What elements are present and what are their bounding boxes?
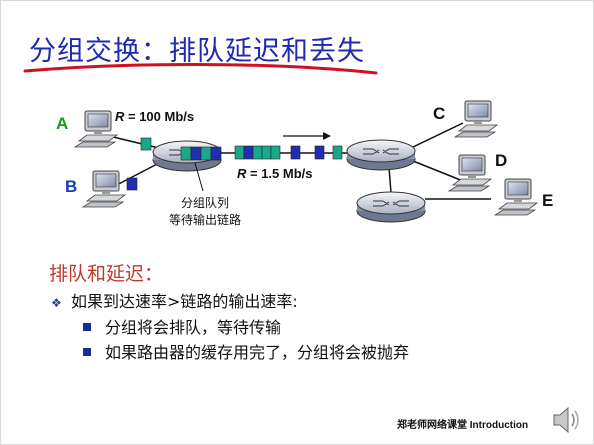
direction-arrow [283, 132, 331, 140]
title-underline [23, 63, 378, 75]
queue-pointer-line [194, 162, 204, 192]
host-b-computer [82, 170, 126, 208]
bullet-text: 如果到达速率>链路的输出速率: [71, 292, 298, 311]
packet-from-a [140, 137, 152, 151]
packets-in-transit [234, 145, 343, 160]
label-host-d: D [495, 151, 507, 170]
queue-label-line2: 等待输出链路 [169, 212, 241, 227]
rate-access-label: R = 100 Mb/s [115, 109, 194, 124]
label-host-c: C [433, 104, 445, 123]
square-bullet-icon [83, 347, 91, 356]
diamond-bullet-icon: ❖ [51, 296, 62, 310]
slide-title: 分组交换：排队延迟和丢失 [29, 36, 365, 67]
host-c-computer [454, 100, 498, 138]
speaker-icon[interactable] [550, 403, 584, 437]
label-host-a: A [56, 114, 68, 133]
router-right-top [346, 139, 416, 171]
square-bullet-icon [83, 322, 91, 331]
label-host-b: B [65, 177, 77, 196]
host-a-computer [74, 110, 118, 148]
network-diagram: A B C D E R = 100 Mb/s R = 1.5 Mb/s [56, 100, 553, 227]
packet-queue [180, 146, 222, 161]
packet-from-b [126, 177, 138, 191]
sub-bullet-drop: 如果路由器的缓存用完了，分组将会被抛弃 [83, 339, 409, 363]
host-e-computer [494, 178, 538, 216]
router-right-bottom [356, 191, 426, 223]
sub-bullet-text: 分组将会排队，等待传输 [105, 318, 282, 337]
sub-bullet-queueing: 分组将会排队，等待传输 [83, 314, 281, 338]
sub-bullet-text: 如果路由器的缓存用完了，分组将会被抛弃 [105, 343, 410, 362]
host-d-computer [448, 154, 492, 192]
section-heading: 排队和延迟： [49, 263, 164, 285]
label-host-e: E [542, 191, 553, 210]
rate-bottleneck-label: R = 1.5 Mb/s [237, 166, 313, 181]
queue-label-line1: 分组队列 [181, 195, 229, 210]
footer-text: 郑老师网络课堂 Introduction [397, 420, 529, 431]
bullet-arrival-rate: ❖ 如果到达速率>链路的输出速率: [51, 288, 298, 312]
